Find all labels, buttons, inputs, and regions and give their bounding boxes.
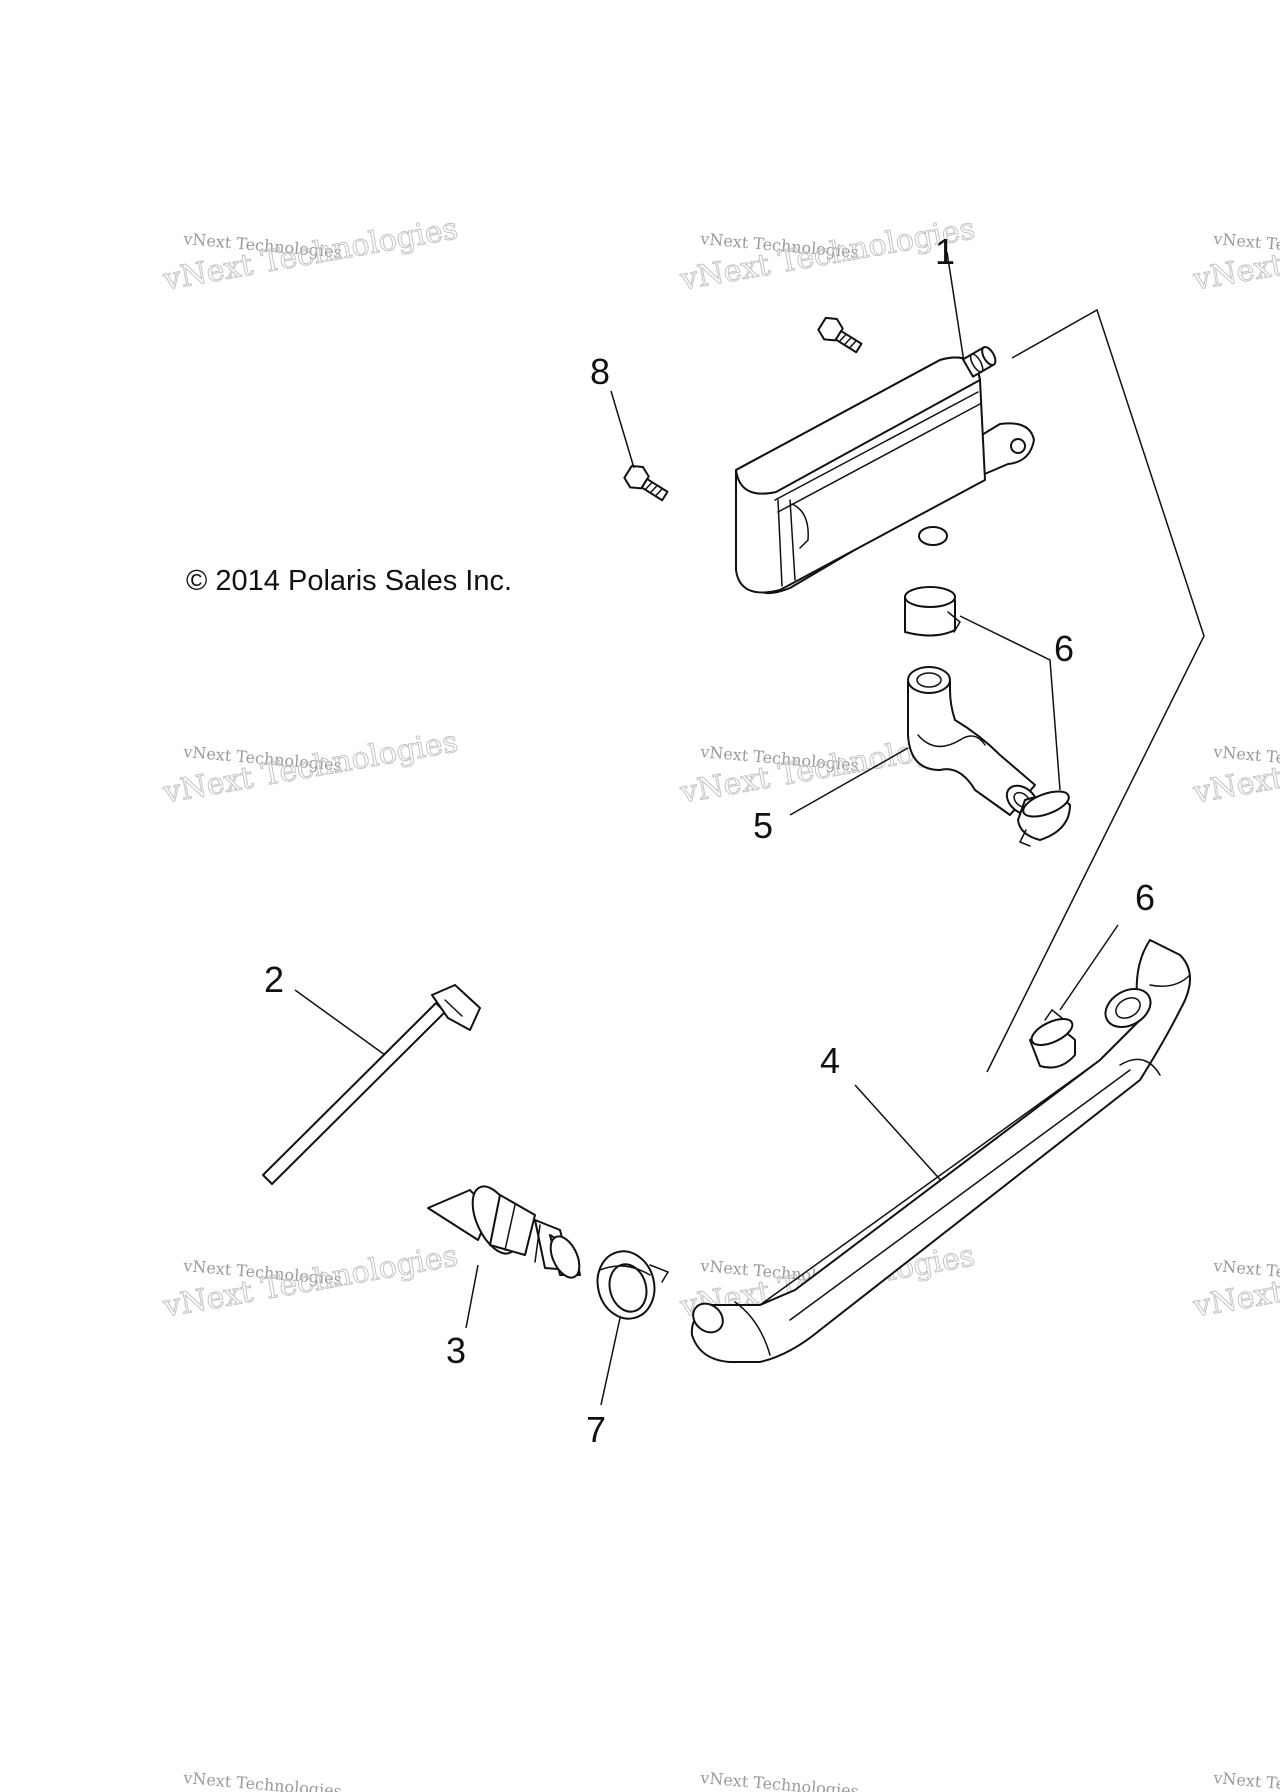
watermark: vNext Technologies vNext Technologies: [1189, 724, 1280, 811]
leader-line: [959, 615, 1061, 791]
callout-6: 6: [1054, 628, 1074, 669]
watermark: vNext Technologies: [1212, 1768, 1280, 1792]
watermark: vNext Technologies vNext Technologies: [159, 211, 461, 298]
part-4-hose: [690, 939, 1191, 1363]
watermark-text: vNext Technologies: [1190, 1238, 1280, 1324]
part-3-fitting: [427, 1185, 581, 1279]
callout-2: 2: [264, 959, 284, 1000]
copyright-text: © 2014 Polaris Sales Inc.: [186, 565, 512, 597]
part-8-bolt: [817, 316, 863, 354]
watermark-text: vNext Technologies: [699, 1768, 860, 1792]
part-6-clamp: [1017, 790, 1071, 847]
leader-line: [854, 1084, 946, 1186]
leader-line: [610, 390, 635, 469]
watermark-text: vNext Technologies: [160, 724, 461, 810]
leader-line: [946, 251, 965, 363]
leader-line: [986, 308, 1205, 1073]
watermark-text: vNext Technologies: [1212, 1768, 1280, 1792]
watermark: vNext Technologies vNext Technologies: [159, 724, 461, 811]
callout-5: 5: [753, 805, 773, 846]
part-6-clamp: [1029, 1008, 1076, 1069]
callout-4: 4: [820, 1040, 840, 1081]
watermark: vNext Technologies: [699, 1768, 860, 1792]
part-6-clamp: [904, 586, 961, 637]
callout-1: 1: [935, 231, 955, 272]
leader-line: [1059, 924, 1119, 1011]
part-5-elbow-hose: [907, 666, 1039, 816]
watermark: vNext Technologies vNext Technologies: [159, 1238, 461, 1325]
leader-line: [465, 1264, 479, 1329]
part-1-reservoir: [735, 345, 1035, 595]
watermark-text: vNext Technologies: [160, 211, 461, 297]
watermark: vNext Technologies vNext Technologies: [1189, 211, 1280, 298]
watermark: vNext Technologies vNext Technologies: [676, 211, 978, 298]
watermark-text: vNext Technologies: [1190, 211, 1280, 297]
callout-3: 3: [446, 1330, 466, 1371]
callout-7: 7: [586, 1409, 606, 1450]
leader-line: [789, 747, 909, 816]
watermark-text: vNext Technologies: [1190, 724, 1280, 810]
part-7-spring-clamp: [596, 1250, 670, 1320]
leader-line: [294, 989, 386, 1056]
watermark: vNext Technologies vNext Technologies: [1189, 1238, 1280, 1325]
callout-8: 8: [590, 351, 610, 392]
leader-line: [600, 1317, 621, 1406]
watermark-text: vNext Technologies: [677, 211, 978, 297]
watermark: vNext Technologies: [182, 1768, 343, 1792]
part-8-bolt: [623, 464, 669, 502]
part-2-cable-tie: [262, 984, 481, 1185]
watermark-text: vNext Technologies: [182, 1768, 343, 1792]
watermark-text: vNext Technologies: [160, 1238, 461, 1324]
callout-6: 6: [1135, 877, 1155, 918]
